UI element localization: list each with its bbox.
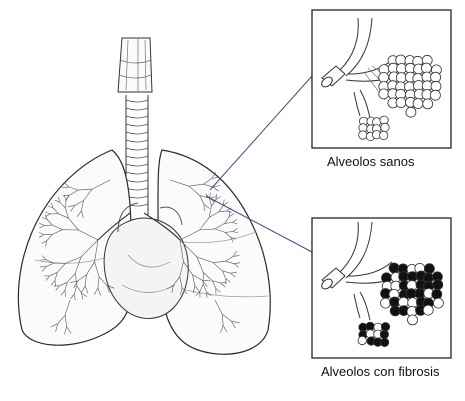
label-healthy-alveoli: Alveolos sanos (327, 154, 414, 169)
leader-line-healthy (210, 76, 312, 190)
label-fibrosis-alveoli: Alveolos con fibrosis (321, 364, 440, 379)
lungs-illustration (18, 38, 270, 354)
larynx (118, 38, 152, 92)
inset-fibrosis (312, 218, 451, 358)
inset-healthy (312, 10, 451, 148)
